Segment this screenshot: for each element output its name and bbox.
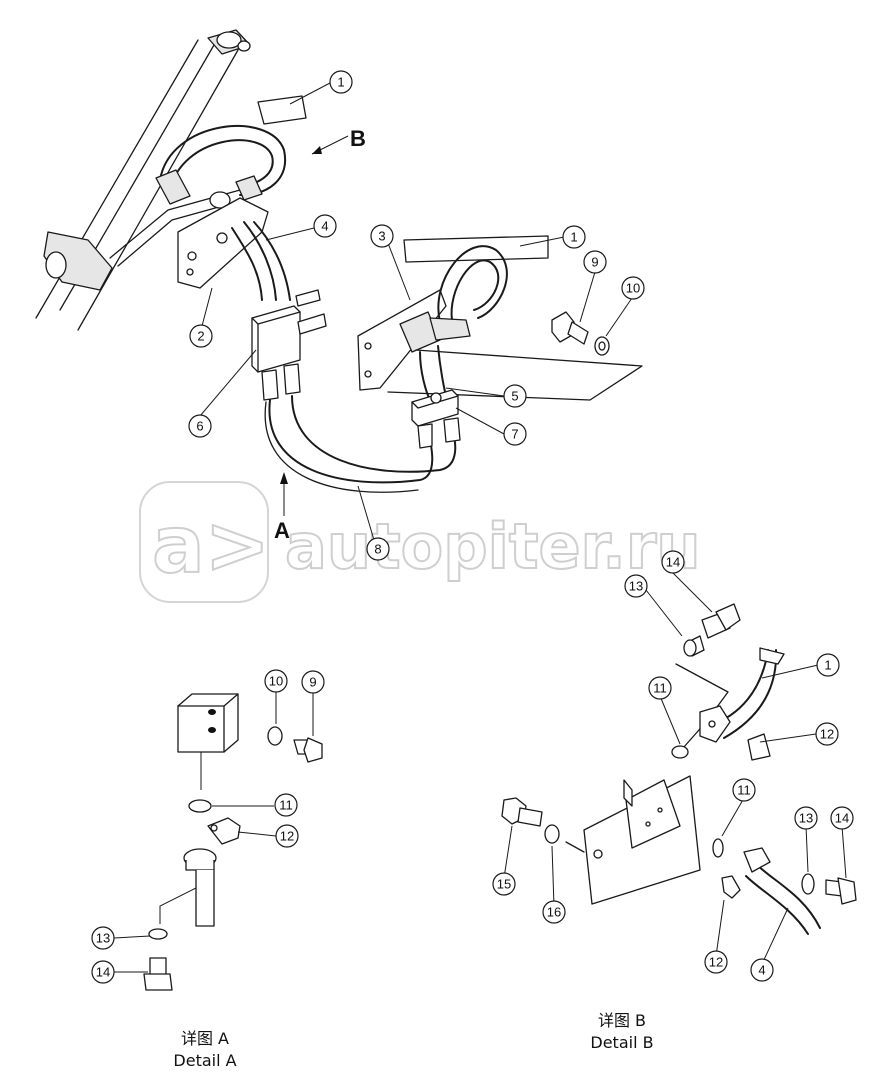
callout-8[interactable]: 8 [366,537,390,561]
callout-6-label: 6 [196,419,203,434]
callout-8-label: 8 [374,542,381,557]
callout-3-label: 3 [378,229,385,244]
callout-1[interactable]: 1 [562,225,586,249]
callout-12-label: 12 [820,727,834,742]
boom-cylinder [35,29,251,331]
callout-12[interactable]: 12 [815,722,839,746]
plate-right [357,235,549,391]
callout-11[interactable]: 11 [274,793,298,817]
callout-4[interactable]: 4 [750,958,774,982]
callout-12-label: 12 [709,955,723,970]
callout-15-label: 15 [497,877,511,892]
view-label-b: B [350,126,366,151]
callout-16[interactable]: 16 [542,900,566,924]
callout-5-label: 5 [511,389,518,404]
callout-1[interactable]: 1 [816,653,840,677]
main-assembly [35,29,643,516]
callout-13-label: 13 [629,579,643,594]
caption-detail-b-cn: 详图 B [598,1011,646,1030]
callout-1-label: 1 [570,230,577,245]
junction-block-right [411,389,461,449]
callout-10-label: 10 [626,281,640,296]
watermark: a> autopiter.ru [139,481,702,603]
callout-9-label: 9 [591,255,598,270]
caption-detail-a-en: Detail A [173,1051,236,1070]
callout-7-label: 7 [511,427,518,442]
hose-loop-top [155,95,307,209]
callout-12-label: 12 [280,829,294,844]
callout-13[interactable]: 13 [794,806,818,830]
leaders [113,82,847,973]
callout-11[interactable]: 11 [648,676,672,700]
junction-block-left [251,289,327,401]
callout-10[interactable]: 10 [621,276,645,300]
callout-6[interactable]: 6 [188,414,212,438]
callout-12[interactable]: 12 [275,824,299,848]
callout-1-label: 1 [337,75,344,90]
watermark-logo-glyph: a> [152,501,270,591]
callout-13-label: 13 [96,931,110,946]
detail-a-assembly [143,693,323,991]
callout-5[interactable]: 5 [503,384,527,408]
callout-9[interactable]: 9 [301,670,325,694]
watermark-logo-box [139,481,269,603]
callout-11-label: 11 [279,798,293,813]
callout-14-label: 14 [96,965,110,980]
callout-1[interactable]: 1 [329,70,353,94]
callout-11[interactable]: 11 [732,778,756,802]
hose-long-b [291,395,457,473]
detail-b-assembly [501,603,857,935]
callout-2-label: 2 [197,329,204,344]
callout-2[interactable]: 2 [189,324,213,348]
callout-4-label: 4 [321,219,328,234]
caption-detail-b-en: Detail B [590,1033,653,1052]
callout-14[interactable]: 14 [830,806,854,830]
callout-16-label: 16 [547,905,561,920]
caption-detail-a-cn: 详图 A [181,1029,229,1048]
callout-10-label: 10 [269,674,283,689]
callout-15[interactable]: 15 [492,872,516,896]
callout-7[interactable]: 7 [503,422,527,446]
callout-9[interactable]: 9 [583,250,607,274]
callout-13[interactable]: 13 [91,926,115,950]
callout-12[interactable]: 12 [704,950,728,974]
callout-4-label: 4 [758,963,765,978]
callout-3[interactable]: 3 [370,224,394,248]
callout-14-label: 14 [835,811,849,826]
callout-13-label: 13 [799,811,813,826]
view-label-a: A [274,518,290,543]
bolt-top [551,311,610,356]
watermark-text: autopiter.ru [285,510,701,583]
hose-long-a [268,399,434,484]
callout-1-label: 1 [824,658,831,673]
callout-13[interactable]: 13 [624,574,648,598]
callout-9-label: 9 [309,675,316,690]
callout-14[interactable]: 14 [91,960,115,984]
callout-11-label: 11 [653,681,667,696]
callout-14-label: 14 [666,555,680,570]
hose-loop-right [399,245,508,401]
callout-11-label: 11 [737,783,751,798]
callout-4[interactable]: 4 [313,214,337,238]
callout-10[interactable]: 10 [264,669,288,693]
callout-14[interactable]: 14 [661,550,685,574]
